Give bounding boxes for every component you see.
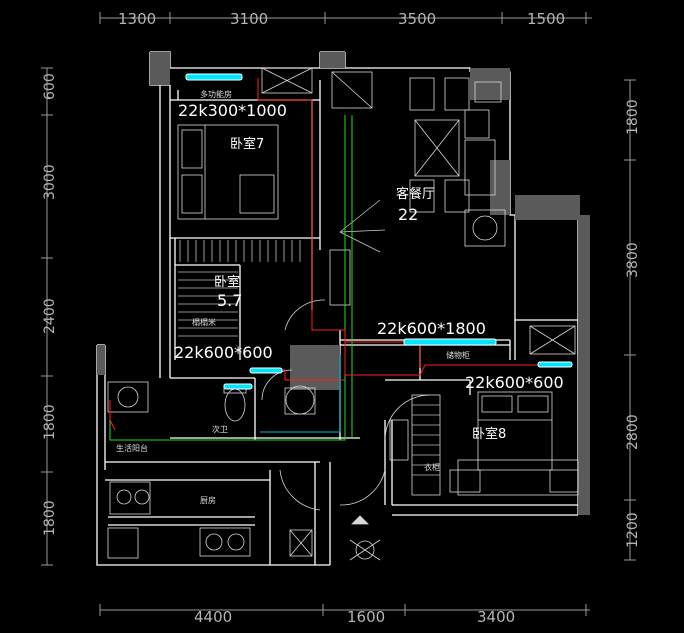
dim-left-3: 2400: [42, 298, 58, 334]
room-living: 客餐厅: [396, 186, 435, 202]
columns: [97, 52, 590, 515]
ac-units: [185, 73, 573, 390]
dim-bottom-2: 1600: [347, 608, 385, 626]
dim-right-3: 2800: [625, 414, 641, 450]
ac-unit-e: [537, 361, 573, 368]
room-kitchen: 厨房: [200, 495, 216, 505]
ac-label-d: 22k600*600: [465, 373, 564, 392]
room-bedroom8: 卧室8: [472, 426, 506, 442]
furniture: [107, 67, 579, 561]
dim-top-2: 3100: [230, 10, 268, 28]
room-bedroom57: 卧室: [214, 274, 240, 290]
dim-top-3: 3500: [398, 10, 436, 28]
ac-label-b: 22k600*1800: [377, 319, 486, 338]
dim-bottom-3: 3400: [477, 608, 515, 626]
ac-unit-d: [223, 383, 253, 390]
dim-left-4: 1800: [42, 404, 58, 440]
light-rays: [339, 199, 386, 253]
room-balcony: 生活阳台: [116, 443, 148, 453]
room-living-area: 22: [398, 205, 418, 224]
room-bathroom: 次卫: [212, 424, 228, 434]
ac-label-a: 22k300*1000: [178, 101, 287, 120]
ac-unit-a: [185, 73, 243, 81]
dim-right-4: 1200: [625, 512, 641, 548]
ac-label-c: 22k600*600: [174, 343, 273, 362]
room-cabinet2: 衣柜: [424, 462, 440, 472]
dim-right-2: 3800: [625, 242, 641, 278]
room-cabinet1: 储物柜: [446, 350, 470, 360]
ac-unit-c: [249, 367, 283, 374]
room-bedroom57-area: 5.7: [217, 291, 242, 310]
dimension-lines: [41, 12, 636, 616]
dim-top-4: 1500: [527, 10, 565, 28]
dim-left-1: 600: [42, 73, 58, 100]
room-tatami: 榻榻米: [192, 317, 216, 327]
dim-left-5: 1800: [42, 500, 58, 536]
dim-right-1: 1800: [625, 99, 641, 135]
ac-unit-b: [403, 338, 497, 346]
room-multi: 多功能房: [200, 89, 232, 99]
dim-left-2: 3000: [42, 164, 58, 200]
dim-bottom-1: 4400: [194, 608, 232, 626]
walls: [96, 51, 581, 566]
dim-top-1: 1300: [118, 10, 156, 28]
room-bedroom7: 卧室7: [230, 136, 264, 152]
